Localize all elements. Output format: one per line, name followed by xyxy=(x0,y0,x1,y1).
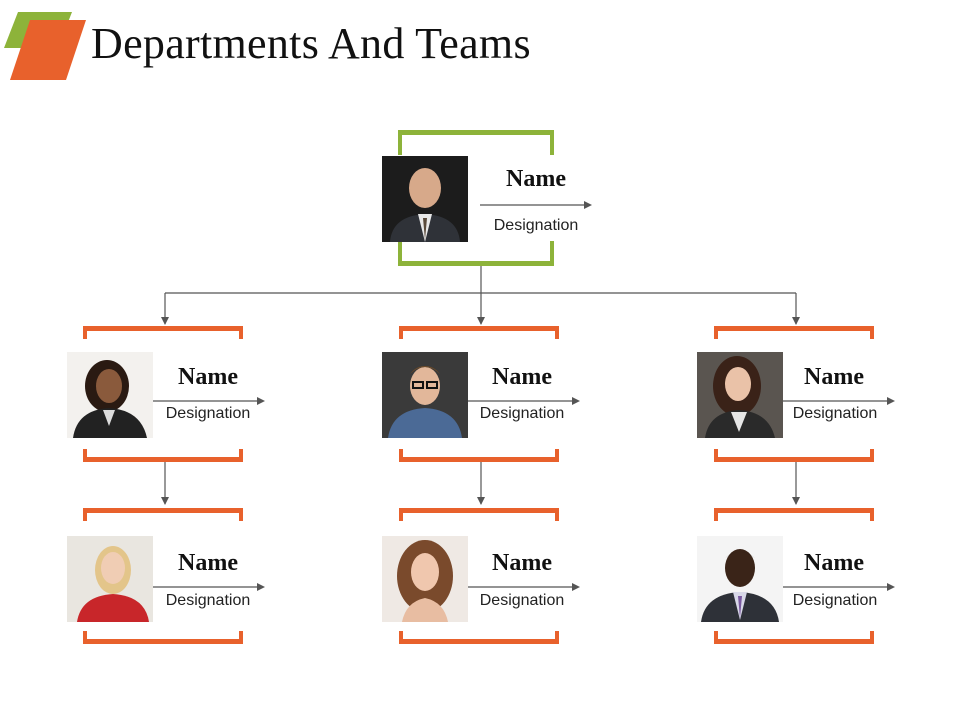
card-bracket-bottom xyxy=(83,631,243,644)
card-bracket-top xyxy=(399,508,559,521)
card-bracket-bottom xyxy=(714,449,874,462)
department-head-card xyxy=(714,326,874,462)
person-name: Name xyxy=(178,550,238,576)
title-accent-icon xyxy=(4,12,86,80)
card-arrow xyxy=(153,397,265,405)
department-head-card xyxy=(83,326,243,462)
team-member-card xyxy=(399,508,559,644)
person-designation: Designation xyxy=(792,592,878,609)
card-bracket-top xyxy=(398,130,554,155)
card-bracket-top xyxy=(83,326,243,339)
card-arrow xyxy=(153,583,265,591)
person-designation: Designation xyxy=(479,405,565,422)
card-bracket-top xyxy=(714,326,874,339)
card-arrow xyxy=(480,201,592,209)
person-name: Name xyxy=(178,364,238,390)
card-arrow xyxy=(783,583,895,591)
person-name: Name xyxy=(804,550,864,576)
person-name: Name xyxy=(492,364,552,390)
card-bracket-top xyxy=(714,508,874,521)
person-photo-icon xyxy=(67,352,153,438)
person-photo-icon xyxy=(697,352,783,438)
card-bracket-bottom xyxy=(83,449,243,462)
card-arrow xyxy=(468,583,580,591)
page-title: Departments And Teams xyxy=(91,19,531,68)
team-member-card xyxy=(83,508,243,644)
card-bracket-bottom xyxy=(399,631,559,644)
person-designation: Designation xyxy=(479,592,565,609)
person-photo-icon xyxy=(382,156,468,242)
person-designation: Designation xyxy=(165,592,251,609)
person-name: Name xyxy=(492,550,552,576)
card-bracket-bottom xyxy=(399,449,559,462)
person-photo-icon xyxy=(382,352,468,438)
card-bracket-bottom xyxy=(398,241,554,266)
org-root-card xyxy=(398,130,554,266)
person-photo-icon xyxy=(697,536,783,622)
card-bracket-top xyxy=(83,508,243,521)
team-member-card xyxy=(714,508,874,644)
person-name: Name xyxy=(804,364,864,390)
card-arrow xyxy=(783,397,895,405)
person-photo-icon xyxy=(382,536,468,622)
card-bracket-top xyxy=(399,326,559,339)
person-name: Name xyxy=(506,166,566,192)
department-head-card xyxy=(399,326,559,462)
card-bracket-bottom xyxy=(714,631,874,644)
person-designation: Designation xyxy=(493,217,579,234)
person-photo-icon xyxy=(67,536,153,622)
person-designation: Designation xyxy=(165,405,251,422)
person-designation: Designation xyxy=(792,405,878,422)
card-arrow xyxy=(468,397,580,405)
